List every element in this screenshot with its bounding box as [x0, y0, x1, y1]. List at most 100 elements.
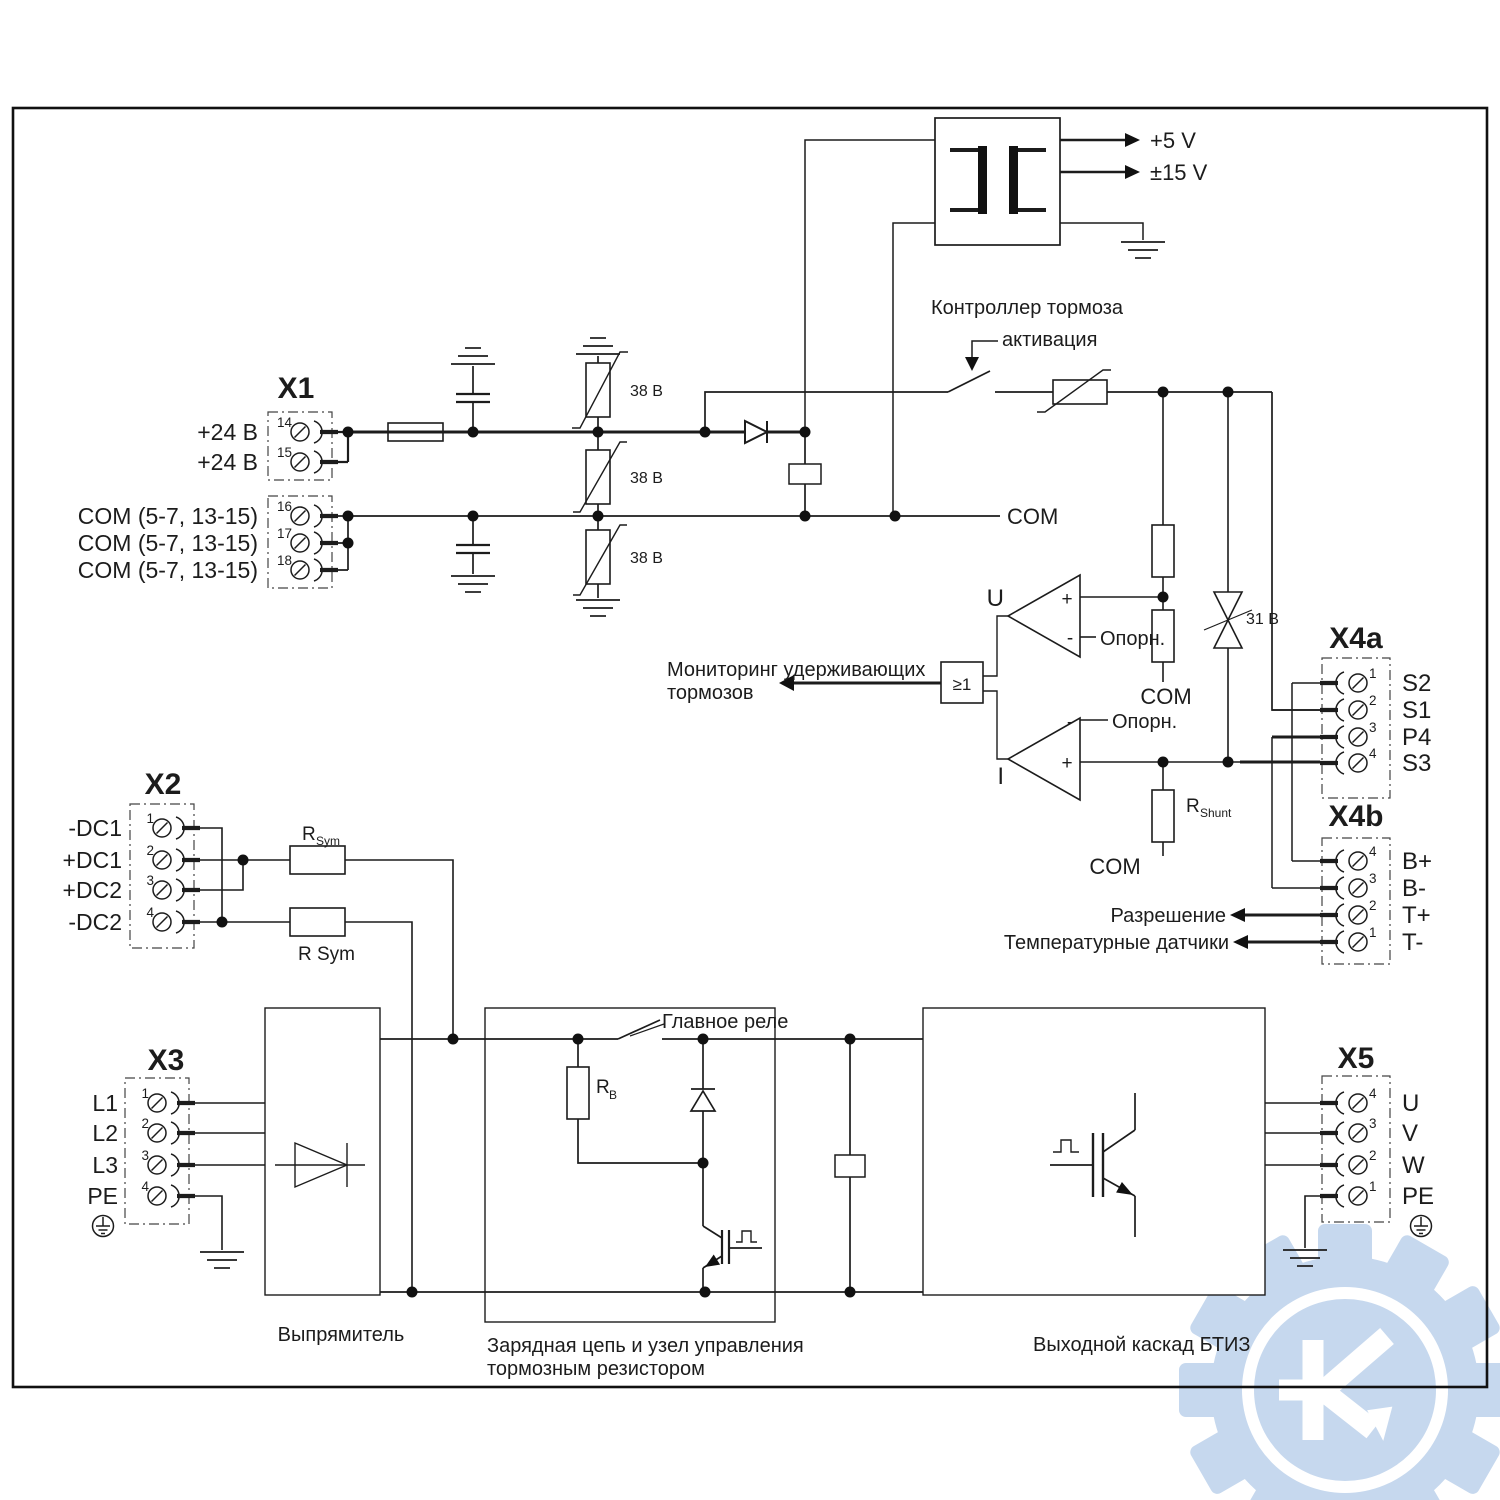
- comparator-u-icon: [1006, 573, 1081, 659]
- u-minus-sign: -: [1067, 628, 1073, 649]
- i-plus-sign: +: [1061, 753, 1072, 774]
- x5-pin-2: 2 W: [1320, 1148, 1425, 1179]
- pin-number: 1: [1369, 666, 1377, 681]
- pin-label: P4: [1402, 724, 1431, 751]
- x2-pin-2: 2 +DC1: [63, 843, 200, 873]
- pin-number: 1: [1369, 1179, 1377, 1194]
- pin-number: 3: [146, 873, 154, 888]
- x3-pin-3: 3 L3: [92, 1148, 195, 1178]
- varistor1-voltage: 38 В: [630, 383, 663, 400]
- pin-label: -DC1: [68, 815, 122, 841]
- x5-title: X5: [1338, 1042, 1375, 1075]
- pin-label: S2: [1402, 670, 1431, 697]
- enable-label: Разрешение: [1111, 905, 1227, 927]
- pin-number: 4: [1369, 1086, 1377, 1101]
- x2-title: X2: [145, 768, 182, 801]
- arrow-left-icon: [1230, 908, 1245, 922]
- tvs-diode-icon: [1203, 392, 1253, 762]
- fuse-icon: [387, 422, 444, 442]
- watermark-k-arrow: [1279, 1328, 1394, 1440]
- rb-label: R: [596, 1077, 610, 1098]
- supply-5v-label: +5 V: [1150, 128, 1196, 153]
- comparator-i-icon: [1006, 716, 1081, 802]
- diode-icon: [689, 1039, 717, 1163]
- rsym2-label: R Sym: [298, 944, 355, 965]
- brake-monitoring-circuit: [779, 392, 1320, 856]
- x4b-pin-4: 4 B+: [1320, 844, 1432, 875]
- pulse-icon: [736, 1230, 757, 1243]
- pin-number: 16: [277, 499, 292, 514]
- com-divider-label: COM: [1140, 684, 1191, 709]
- x3-pin-4: 4 PE: [87, 1179, 195, 1209]
- comparator-u-label: U: [987, 585, 1004, 612]
- x2-pin-4: 4 -DC2: [68, 905, 200, 935]
- rsym-resistor-icon: [289, 845, 346, 875]
- x5-pin-3: 3 V: [1320, 1116, 1418, 1147]
- pin-label: S3: [1402, 750, 1431, 777]
- pin-label: L2: [92, 1120, 118, 1146]
- ptc-icon: [1037, 369, 1111, 413]
- diode-icon: [275, 1141, 365, 1189]
- pin-number: 18: [277, 553, 292, 568]
- pin-label: COM (5-7, 13-15): [78, 557, 258, 583]
- x1-pin-16: 16 COM (5-7, 13-15): [78, 499, 338, 529]
- rectifier-caption: Выпрямитель: [278, 1324, 405, 1346]
- capacitor-icon: [456, 366, 490, 432]
- u-plus-sign: +: [1061, 589, 1072, 610]
- rsym1-sub-label: Sym: [316, 834, 340, 848]
- pin-number: 4: [141, 1179, 149, 1194]
- x2-pin-3: 3 +DC2: [63, 873, 200, 903]
- switch-blade-icon: [947, 370, 991, 393]
- pin-number: 1: [1369, 925, 1377, 940]
- rb-sub-label: B: [609, 1088, 617, 1102]
- pin-label: U: [1402, 1090, 1419, 1117]
- pin-number: 15: [277, 445, 292, 460]
- charging-block: [484, 1007, 776, 1323]
- x4a-connector: X4a 1 S2 2 S1 3 P4 4 S3: [1271, 622, 1431, 889]
- pin-number: 2: [1369, 693, 1377, 708]
- x1-title: X1: [278, 372, 315, 405]
- pin-number: 2: [1369, 898, 1377, 913]
- dc-link-capacitor-icon: [834, 1154, 866, 1178]
- pin-number: 14: [277, 415, 293, 430]
- x4b-connector: X4b 4 B+ 3 B- 2 T+ 1 T- Разрешение: [1004, 800, 1432, 965]
- x3-pin-2: 2 L2: [92, 1116, 195, 1146]
- pin-number: 4: [1369, 844, 1377, 859]
- pin-number: 1: [146, 811, 154, 826]
- r-shunt-sub-label: Shunt: [1200, 806, 1232, 820]
- pin-number: 3: [1369, 871, 1377, 886]
- junction-dots: [216, 386, 1234, 1298]
- pin-label: +24 В: [197, 449, 258, 475]
- pin-label: COM (5-7, 13-15): [78, 530, 258, 556]
- or-gate-icon: [940, 661, 984, 704]
- x2-connector: X2 1 -DC1 2 +DC1 3 +DC2 4 -DC2: [63, 768, 454, 1292]
- supply-15v-label: ±15 V: [1150, 160, 1208, 185]
- com-shunt-label: COM: [1089, 854, 1140, 879]
- com-wire-label: COM: [1007, 504, 1058, 529]
- x4b-pin-1: 1 T-: [1320, 925, 1423, 956]
- rsym-resistor-icon: [289, 907, 346, 937]
- diagram-frame: [11, 106, 1489, 1389]
- x3-title: X3: [148, 1044, 185, 1077]
- tvs-voltage-label: 31 В: [1246, 611, 1279, 628]
- pin-label: COM (5-7, 13-15): [78, 503, 258, 529]
- pin-label: L1: [92, 1090, 118, 1116]
- or-gate-label: ≥1: [953, 675, 972, 694]
- x5-pin-4: 4 U: [1320, 1086, 1419, 1117]
- varistor-icon: [573, 432, 627, 516]
- varistor-icon: [573, 516, 627, 598]
- pin-number: 17: [277, 526, 292, 541]
- reference-u-label: Опорн.: [1100, 628, 1165, 650]
- varistor3-voltage: 38 В: [630, 550, 663, 567]
- x1-pin-14: 14 +24 В: [197, 415, 338, 445]
- pin-label: S1: [1402, 697, 1431, 724]
- pin-label: T+: [1402, 902, 1431, 929]
- arrow-left-icon: [779, 675, 794, 691]
- input-protection-circuit: [338, 337, 1000, 617]
- activation-label: активация: [1002, 329, 1097, 351]
- rsym1-label: R: [302, 824, 316, 845]
- power-supply-block: [804, 117, 1166, 516]
- pin-label: -DC2: [68, 909, 122, 935]
- x4a-pin-2: 2 S1: [1320, 693, 1431, 724]
